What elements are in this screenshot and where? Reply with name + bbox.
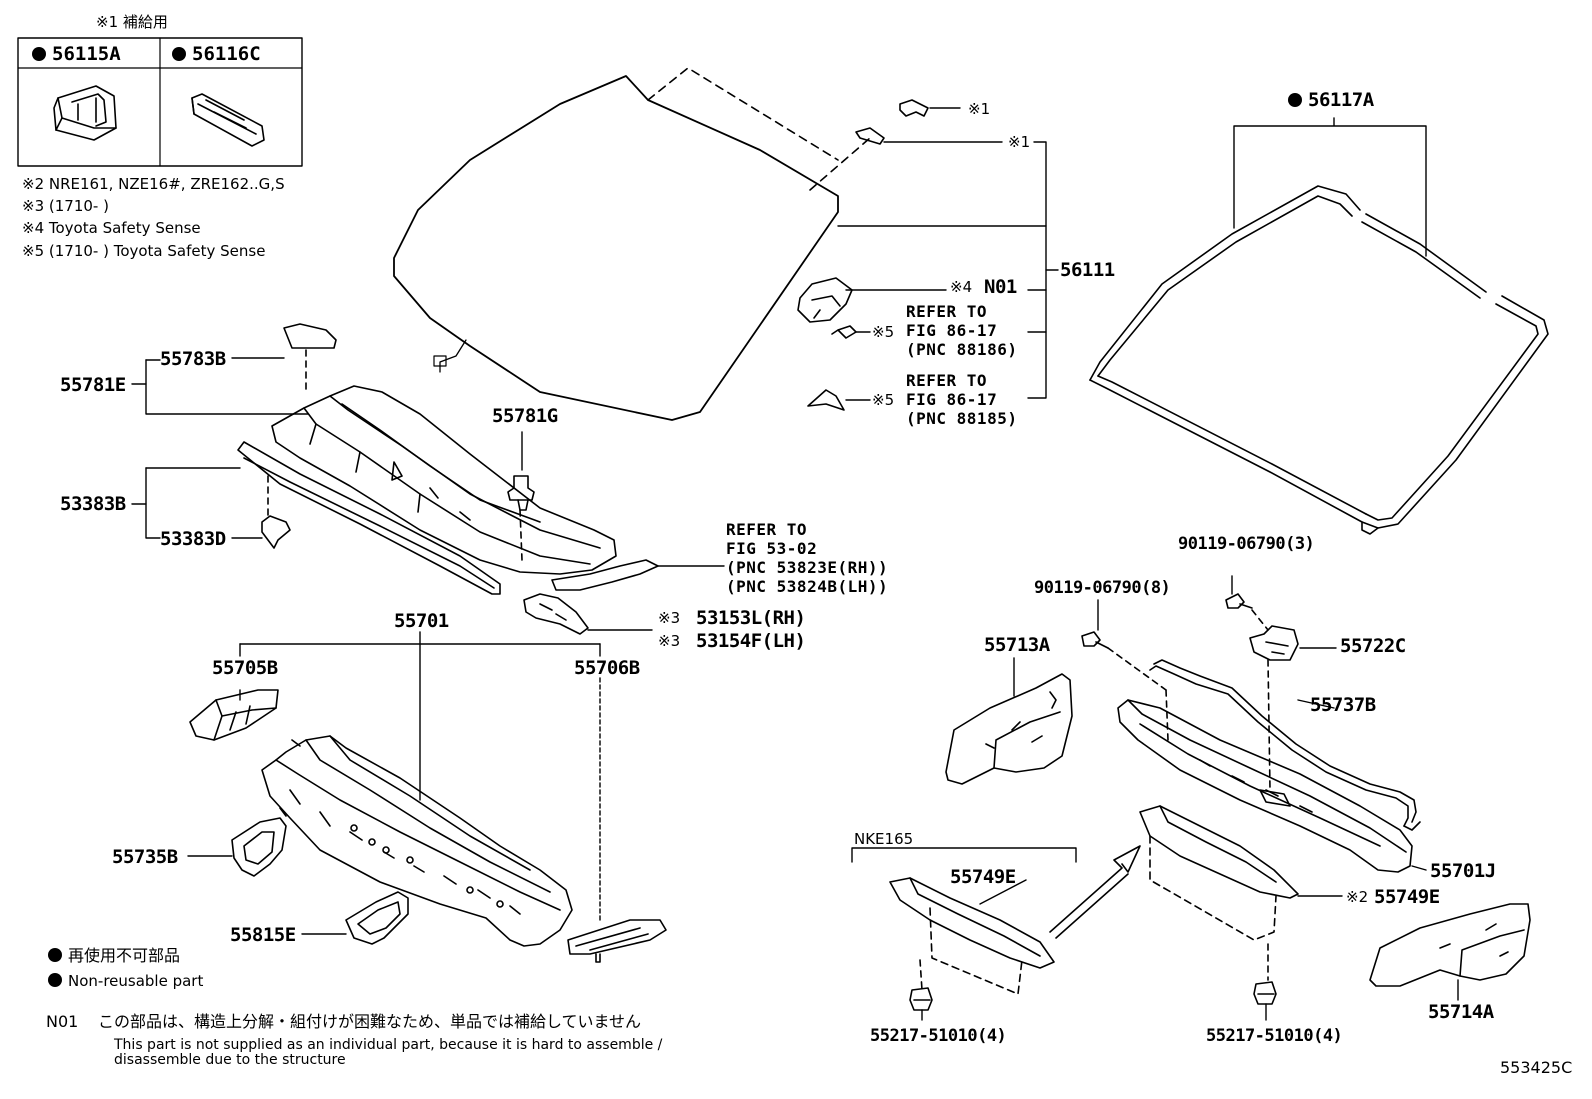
label-55705b: 55705B (212, 657, 278, 679)
cowl-seal-53383b-drawing (237, 441, 501, 595)
non-reusable-dot-icon (1288, 93, 1302, 107)
leader-56111 (837, 107, 1059, 401)
label-55701j: 55701J (1430, 860, 1496, 882)
label-55217-left: 55217-51010(4) (870, 1026, 1007, 1046)
bolt-90119-drawing (1081, 575, 1335, 791)
label-53383b: 53383B (60, 493, 126, 515)
non-reusable-dot-icon (48, 948, 62, 962)
supply-part-56116c: 56116C (172, 43, 261, 65)
footnote-en-line2: disassemble due to the structure (114, 1052, 346, 1068)
hose-55737b-drawing (1149, 659, 1421, 831)
label-55749e-left: 55749E (950, 866, 1016, 888)
refer-fig-86-17-a: REFER TO FIG 86-17 (PNC 88186) (906, 302, 1018, 359)
non-reusable-dot-icon (48, 973, 62, 987)
label-55781g: 55781G (492, 405, 558, 427)
non-reusable-dot-icon (32, 47, 46, 61)
label-56111: 56111 (1060, 259, 1115, 281)
supply-part-56115a: 56115A (32, 43, 121, 65)
bracket-55735b-drawing (231, 817, 287, 877)
refer-fig-86-17-b: REFER TO FIG 86-17 (PNC 88185) (906, 371, 1018, 428)
label-mark2: ※2 (1346, 888, 1369, 906)
under-panel-55749e-left-drawing (851, 847, 1077, 995)
bracket-55815e-drawing (345, 891, 409, 945)
side-panel-55713a-drawing (945, 657, 1073, 785)
label-53153l: 53153L(RH) (696, 607, 806, 629)
label-55735b: 55735B (112, 846, 178, 868)
bracket-55705b-drawing (189, 689, 279, 741)
label-55713a: 55713A (984, 634, 1050, 656)
footnote-en-line1: This part is not supplied as an individu… (114, 1037, 663, 1053)
sensor-bracket-drawing (797, 277, 857, 411)
label-mark1-clip: ※1 (968, 100, 991, 118)
label-53383d: 53383D (160, 528, 226, 550)
side-panel-55714a-drawing (1369, 903, 1531, 1001)
label-55706b: 55706B (574, 657, 640, 679)
leader-55781e (131, 357, 523, 539)
bracket-55722c-drawing (1249, 625, 1337, 661)
label-mark5-a: ※5 (872, 323, 895, 341)
label-55815e: 55815E (230, 924, 296, 946)
label-55714a: 55714A (1428, 1001, 1494, 1023)
windshield-moulding-drawing (1089, 117, 1549, 535)
label-90119-3: 90119-06790(3) (1178, 534, 1315, 554)
label-55722c: 55722C (1340, 635, 1406, 657)
supply-box-title: ※1 補給用 (96, 13, 168, 31)
clip-56116c-drawing (191, 93, 265, 147)
label-90119-8: 90119-06790(8) (1034, 578, 1171, 598)
refer-fig-53-02: REFER TO FIG 53-02 (PNC 53823E(RH)) (PNC… (726, 520, 889, 596)
label-55781e: 55781E (60, 374, 126, 396)
note-2: ※2 NRE161, NZE16#, ZRE162..G,S (22, 175, 285, 193)
cowl-panel-55701-drawing (261, 735, 573, 947)
under-panel-55749e-right-drawing (1139, 805, 1343, 981)
label-55701: 55701 (394, 610, 449, 632)
legend-en: Non-reusable part (48, 973, 203, 989)
footnote-jp: この部品は、構造上分解・組付けが困難なため、単品では補給していません (98, 1012, 642, 1031)
note-5: ※5 (1710- ) Toyota Safety Sense (22, 242, 266, 260)
label-mark4: ※4 (950, 278, 973, 296)
note-4: ※4 Toyota Safety Sense (22, 219, 201, 237)
cowl-panel-55701j-drawing (1117, 699, 1427, 873)
label-55737b: 55737B (1310, 694, 1376, 716)
side-cover-drawing (523, 559, 725, 635)
label-nke165: NKE165 (854, 830, 914, 848)
footnote-code: N01 (46, 1012, 79, 1031)
label-55749e-right: 55749E (1374, 886, 1440, 908)
grommets-55217-drawing (909, 981, 1277, 1021)
windshield-glass-drawing (393, 67, 871, 421)
figure-id: 553425C (1500, 1058, 1573, 1077)
note-3: ※3 (1710- ) (22, 197, 109, 215)
label-mark3-rh: ※3 (658, 609, 681, 627)
label-55217-right: 55217-51010(4) (1206, 1026, 1343, 1046)
non-reusable-dot-icon (172, 47, 186, 61)
direction-arrow (1049, 845, 1141, 939)
label-mark1-clip2: ※1 (1008, 133, 1031, 151)
supply-box-frame (17, 37, 303, 167)
label-55783b: 55783B (160, 348, 226, 370)
label-mark3-lh: ※3 (658, 632, 681, 650)
clip-55781g-drawing (507, 475, 535, 561)
label-n01: N01 (984, 276, 1017, 298)
legend-jp: 再使用不可部品 (48, 948, 180, 964)
label-53154f: 53154F(LH) (696, 630, 806, 652)
leader-55701 (187, 631, 601, 935)
clip-small-drawings (855, 99, 929, 145)
label-56117a: 56117A (1288, 91, 1374, 110)
clip-56115a-drawing (53, 85, 117, 141)
brace-55706b-drawing (567, 919, 667, 963)
label-mark5-b: ※5 (872, 391, 895, 409)
cowl-top-panel-drawing (271, 323, 617, 575)
